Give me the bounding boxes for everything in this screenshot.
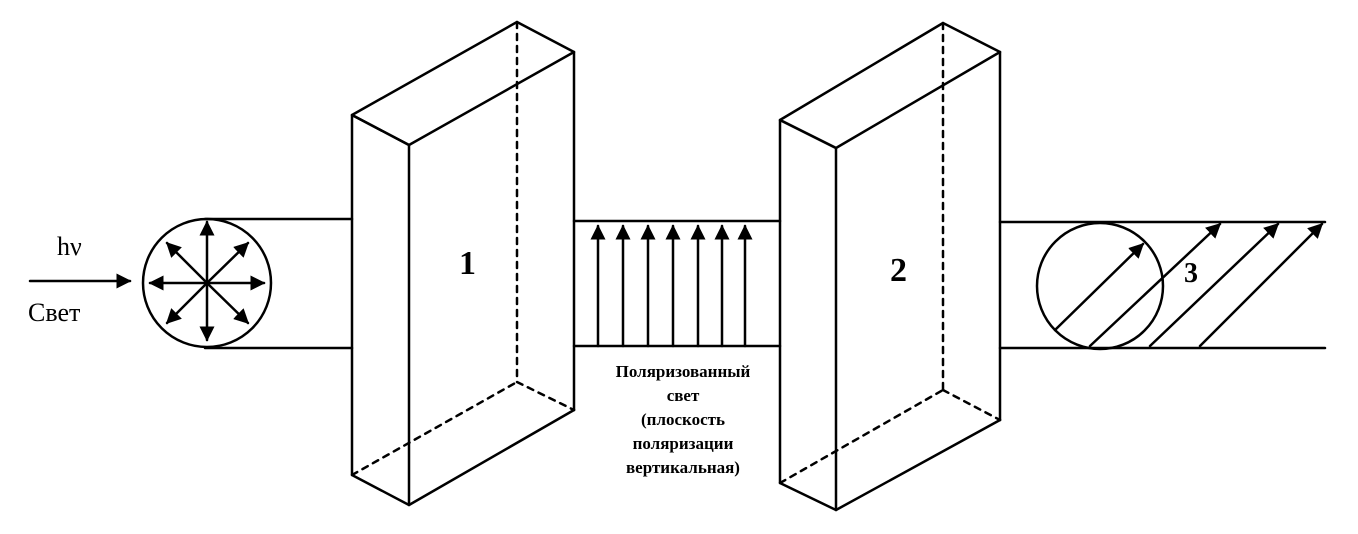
polarized-beam: [572, 219, 782, 348]
polarizer-box: [350, 20, 576, 507]
caption-line-5: вертикальная): [626, 458, 740, 477]
polarizer-number: 1: [459, 245, 476, 282]
caption-line-2: свет: [666, 386, 700, 405]
polarized-light-caption: Поляризованный свет (плоскость поляризац…: [578, 360, 788, 480]
caption-line-4: поляризации: [632, 434, 734, 453]
output-cross-section: [1035, 221, 1165, 351]
unpolarized-cross-section: [141, 217, 273, 349]
light-label: Свет: [28, 298, 81, 327]
unpolarized-vectors: [148, 220, 266, 342]
vertical-polarization-vectors: [590, 224, 753, 348]
caption-line-3: (плоскость: [641, 410, 725, 429]
caption-line-1: Поляризованный: [615, 362, 751, 381]
photon-energy-label: hν: [57, 232, 82, 261]
analyzer-box: [778, 21, 1002, 512]
analyzer-number: 2: [890, 252, 907, 289]
output-number: 3: [1184, 258, 1198, 289]
unpolarized-beam: [141, 217, 354, 350]
output-beam: [998, 220, 1327, 351]
oblique-polarization-vectors: [1053, 222, 1324, 348]
